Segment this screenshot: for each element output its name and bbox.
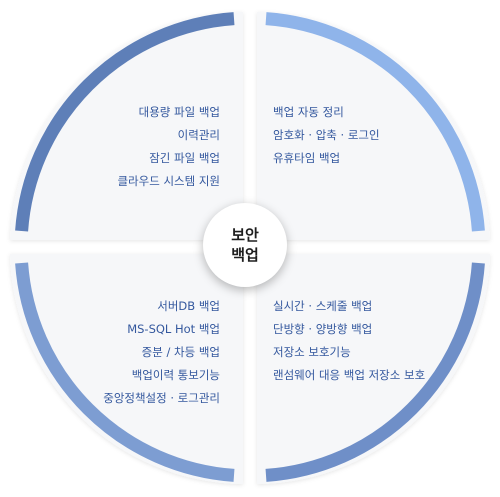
feature-list-bottom-left: 서버DB 백업 MS-SQL Hot 백업 증분 / 차등 백업 백업이력 통보… — [103, 295, 220, 410]
feature-item: 클라우드 시스템 지원 — [117, 174, 220, 188]
feature-item: 대용량 파일 백업 — [138, 105, 220, 119]
feature-list-top-left: 대용량 파일 백업 이력관리 잠긴 파일 백업 클라우드 시스템 지원 — [117, 101, 220, 193]
feature-item: MS-SQL Hot 백업 — [127, 322, 220, 336]
arc-top-right — [265, 12, 485, 232]
arc-bottom-left — [15, 262, 235, 482]
arc-top-left — [15, 12, 235, 232]
panel-top-right — [257, 12, 490, 240]
feature-item: 저장소 보호기능 — [273, 345, 351, 359]
panel-bottom-left — [10, 254, 243, 484]
feature-item: 단방향 · 양방향 백업 — [273, 322, 373, 336]
center-circle: 보안 백업 — [203, 203, 287, 287]
feature-item: 중앙정책설정 · 로그관리 — [103, 391, 220, 405]
feature-item: 유휴타임 백업 — [273, 151, 341, 165]
feature-item: 실시간 · 스케줄 백업 — [273, 299, 373, 313]
panel-bottom-right — [257, 254, 490, 484]
feature-item: 증분 / 차등 백업 — [141, 345, 220, 359]
feature-item: 백업이력 통보기능 — [131, 368, 220, 382]
arc-bottom-right — [265, 262, 485, 482]
center-title-line-1: 보안 — [231, 226, 259, 244]
feature-list-bottom-right: 실시간 · 스케줄 백업 단방향 · 양방향 백업 저장소 보호기능 랜섬웨어 … — [273, 295, 425, 387]
feature-item: 이력관리 — [177, 128, 220, 142]
feature-item: 랜섬웨어 대응 백업 저장소 보호 — [273, 368, 426, 382]
feature-item: 백업 자동 정리 — [273, 105, 344, 119]
feature-list-top-right: 백업 자동 정리 암호화 · 압축 · 로그인 유휴타임 백업 — [273, 101, 380, 170]
feature-item: 서버DB 백업 — [157, 299, 220, 313]
panel-top-left — [10, 12, 243, 240]
feature-item: 잠긴 파일 백업 — [149, 151, 220, 165]
center-title-line-2: 백업 — [231, 246, 259, 264]
feature-item: 암호화 · 압축 · 로그인 — [273, 128, 380, 142]
